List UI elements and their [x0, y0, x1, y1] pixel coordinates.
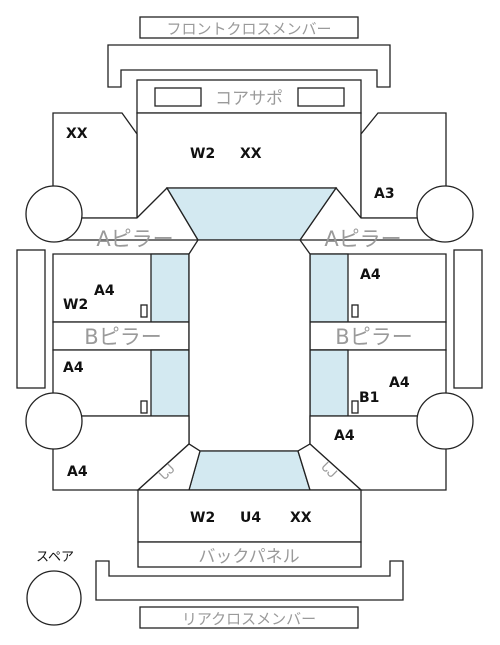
front-right-wheel[interactable]	[416, 185, 474, 243]
code-left-front-door-w2: W2	[63, 297, 88, 313]
right-side-skirt[interactable]	[453, 249, 483, 389]
rear-cross-member-label: リアクロスメンバー	[182, 610, 316, 628]
code-rear-left-quarter: A4	[67, 464, 88, 480]
code-left-rear-door: A4	[63, 360, 84, 376]
left-headlight[interactable]	[154, 87, 202, 107]
code-right-rear-door-a4: A4	[389, 375, 410, 391]
code-front-w2: W2	[190, 146, 215, 162]
right-front-door-handle[interactable]	[351, 304, 359, 318]
trunk[interactable]	[137, 489, 362, 543]
code-rear-right-quarter: A4	[334, 428, 355, 444]
code-left-front-door-a4: A4	[94, 283, 115, 299]
code-front-xx: XX	[240, 146, 262, 162]
right-front-window[interactable]	[309, 253, 349, 323]
code-front-right: A3	[374, 186, 395, 202]
back-panel[interactable]	[137, 541, 362, 568]
b-pillar-right[interactable]	[309, 321, 447, 351]
spare-label: スペア	[36, 550, 74, 565]
roof[interactable]	[188, 239, 311, 452]
a-pillar-left-label: Aピラー	[96, 227, 173, 251]
spare-tire[interactable]	[26, 570, 82, 626]
right-rear-window[interactable]	[309, 349, 349, 417]
core-support-label: コアサポ	[215, 89, 283, 109]
code-rear-u4: U4	[240, 510, 261, 526]
left-front-door-handle[interactable]	[140, 304, 148, 318]
b-pillar-right-label: Bピラー	[335, 325, 412, 349]
b-pillar-left-label: Bピラー	[84, 325, 161, 349]
code-right-rear-door-b1: B1	[359, 390, 379, 406]
a-pillar-right-label: Aピラー	[324, 227, 401, 251]
rear-bumper[interactable]	[95, 560, 404, 601]
front-bumper[interactable]	[107, 44, 391, 88]
left-rear-door-handle[interactable]	[140, 400, 148, 414]
rear-right-wheel[interactable]	[416, 392, 474, 450]
code-rear-xx: XX	[290, 510, 312, 526]
rear-left-wheel[interactable]	[25, 392, 83, 450]
front-left-wheel[interactable]	[25, 185, 83, 243]
rear-cross-member-box[interactable]	[139, 606, 359, 629]
left-rear-window[interactable]	[150, 349, 190, 417]
right-rear-door-handle[interactable]	[351, 400, 359, 414]
back-panel-label: バックパネル	[198, 547, 299, 567]
b-pillar-left[interactable]	[52, 321, 190, 351]
front-cross-member-label: フロントクロスメンバー	[166, 20, 331, 38]
code-rear-w2: W2	[190, 510, 215, 526]
code-front-left: XX	[66, 126, 88, 142]
left-front-window[interactable]	[150, 253, 190, 323]
front-cross-member-box[interactable]	[139, 16, 359, 39]
right-headlight[interactable]	[297, 87, 345, 107]
code-right-front-door: A4	[360, 267, 381, 283]
left-side-skirt[interactable]	[16, 249, 46, 389]
rear-window[interactable]	[188, 450, 311, 491]
